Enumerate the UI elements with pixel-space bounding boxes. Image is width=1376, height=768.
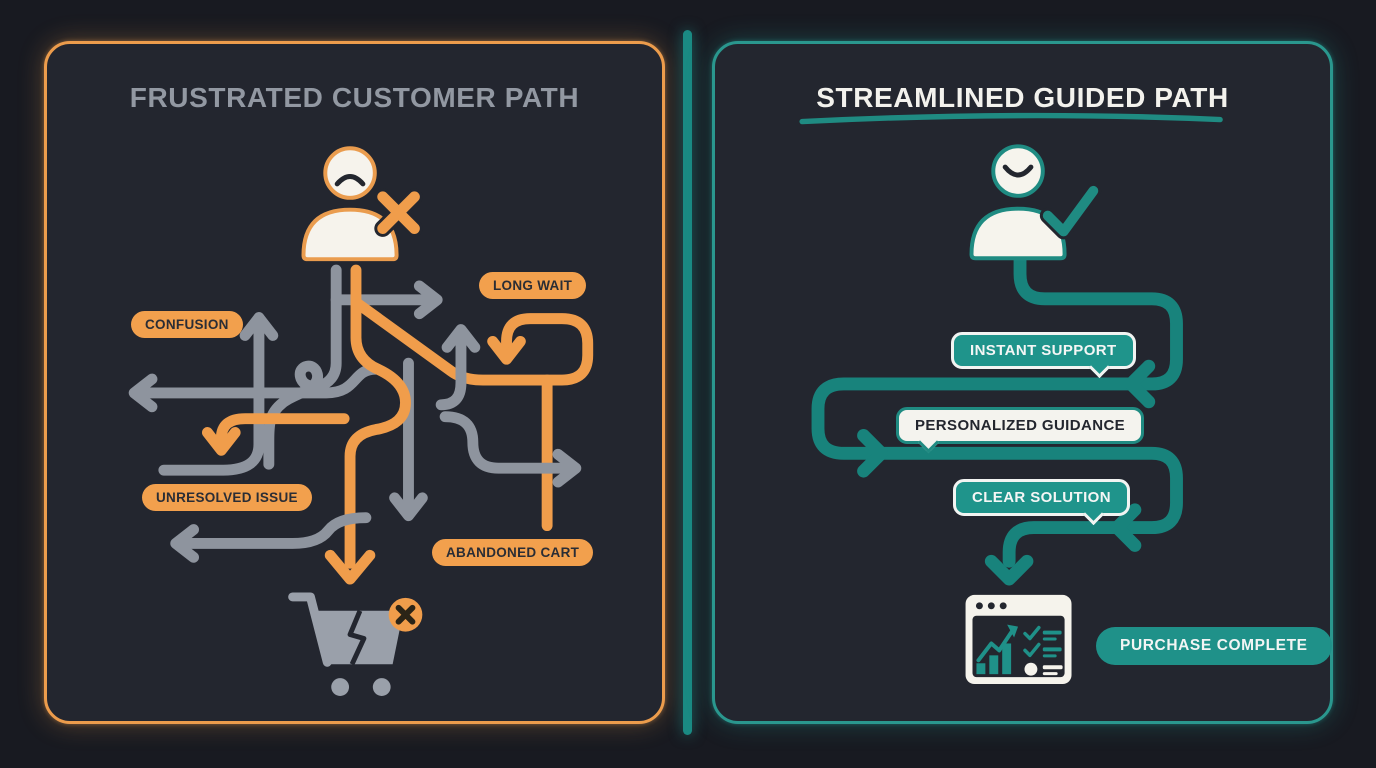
guided-path-art: [799, 112, 1223, 685]
badge-abandoned-cart: ABANDONED CART: [432, 539, 594, 566]
flow-arrow-down: [984, 554, 1034, 586]
bubble-personalized-guidance: PERSONALIZED GUIDANCE: [896, 407, 1145, 454]
badge-confusion: CONFUSION: [131, 311, 243, 338]
streamlined-path-panel: STREAMLINED GUIDED PATH: [712, 41, 1333, 724]
flow-arrow-right: [857, 429, 888, 478]
title-underline-swoosh: [799, 112, 1223, 125]
left-panel-title: FRUSTRATED CUSTOMER PATH: [129, 82, 580, 113]
badge-long-wait-label: LONG WAIT: [493, 278, 573, 293]
badge-unresolved-issue-label: UNRESOLVED ISSUE: [156, 490, 298, 505]
broken-cart-x-icon: [288, 592, 423, 696]
bubble-instant-support-label: INSTANT SUPPORT: [970, 342, 1117, 359]
guided-flow-path: [811, 249, 1183, 586]
right-panel-title: STREAMLINED GUIDED PATH: [816, 82, 1229, 113]
purchase-complete-label: PURCHASE COMPLETE: [1120, 637, 1308, 654]
gray-tangle-paths: [158, 264, 443, 476]
panel-divider: [683, 30, 692, 735]
bubble-instant-support: INSTANT SUPPORT: [951, 332, 1136, 379]
orange-main-path: [324, 264, 411, 585]
frustrated-user-icon: [301, 146, 423, 262]
dashboard-browser-icon: [965, 594, 1072, 685]
bubble-clear-solution: CLEAR SOLUTION: [953, 479, 1130, 526]
badge-long-wait: LONG WAIT: [479, 272, 587, 299]
orange-tangle-paths: [201, 298, 594, 532]
x-mark-icon: [374, 188, 423, 237]
check-mark-icon: [1039, 182, 1102, 240]
badge-confusion-label: CONFUSION: [145, 317, 229, 332]
frustrated-path-panel: FRUSTRATED CUSTOMER PATH: [44, 41, 665, 724]
bubble-clear-solution-label: CLEAR SOLUTION: [972, 489, 1111, 506]
gray-tangle-paths-3: [170, 324, 582, 563]
happy-user-icon: [969, 144, 1102, 261]
flow-arrow-left-1: [1124, 359, 1156, 409]
tangled-path-art: [128, 146, 594, 696]
flow-arrow-left-2: [1110, 503, 1142, 552]
badge-unresolved-issue: UNRESOLVED ISSUE: [142, 484, 312, 511]
badge-abandoned-cart-label: ABANDONED CART: [446, 545, 580, 560]
bubble-personalized-guidance-label: PERSONALIZED GUIDANCE: [915, 417, 1126, 434]
purchase-complete-pill: PURCHASE COMPLETE: [1096, 627, 1332, 665]
